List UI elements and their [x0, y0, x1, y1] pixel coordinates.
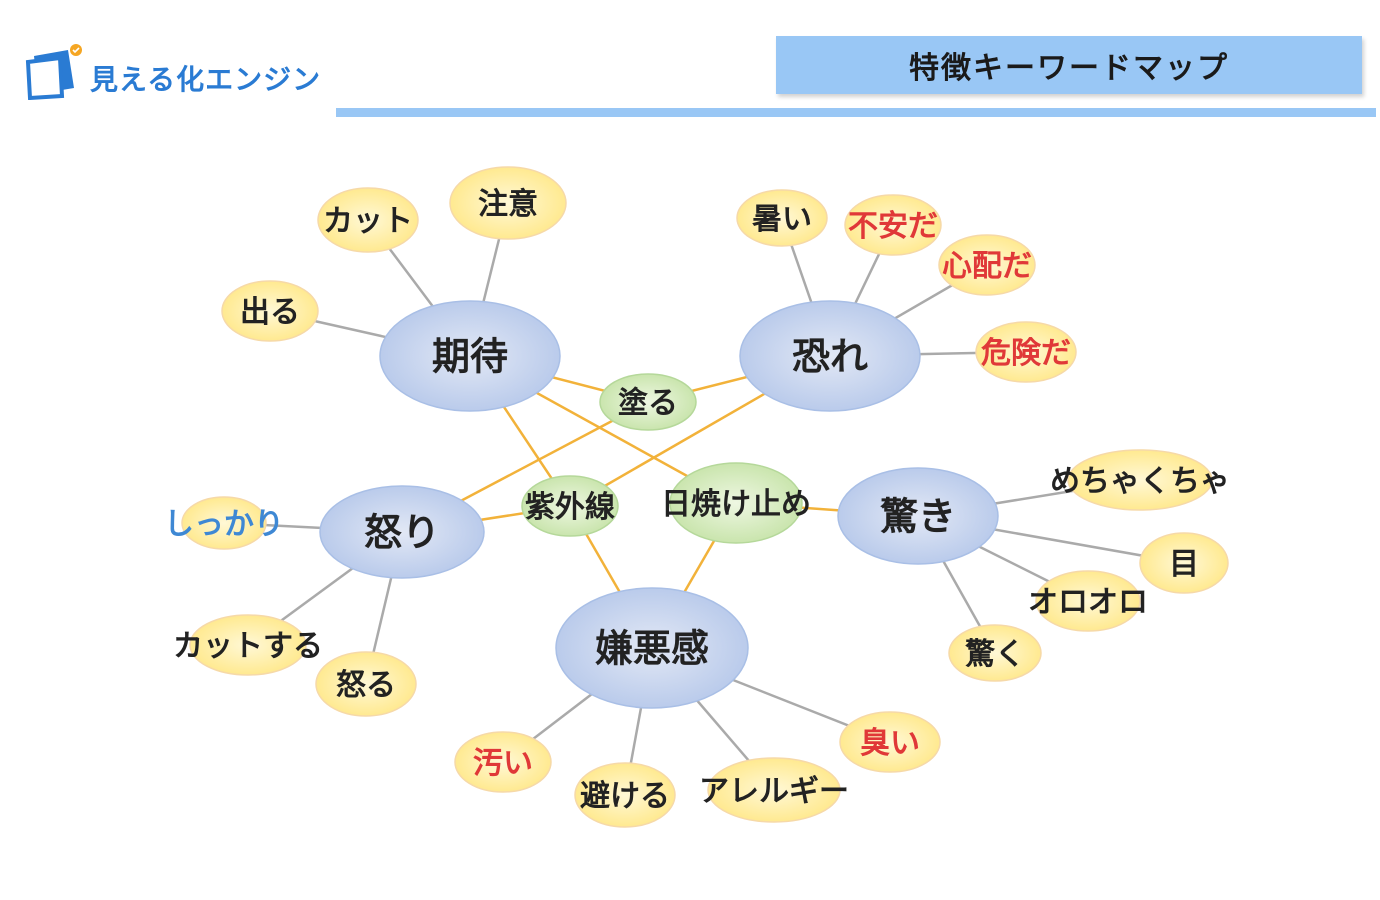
bridge-keyword-node-label: 塗る: [618, 386, 678, 421]
keyword-leaf-node-shape: [707, 757, 841, 823]
keyword-leaf-node-shape: [948, 624, 1042, 682]
emotion-hub-node-shape: [555, 587, 749, 709]
keyword-leaf-node-shape: [315, 651, 417, 717]
keyword-leaf-node-label: 避ける: [580, 779, 670, 814]
keyword-leaf-node-label: 心配だ: [942, 249, 1032, 284]
keyword-leaf-node: 不安だ: [844, 194, 942, 256]
keyword-leaf-node-shape: [1139, 532, 1229, 594]
keyword-leaf-node: 避ける: [574, 762, 676, 828]
keyword-leaf-node-label: めちゃくちゃ: [1050, 464, 1230, 499]
keyword-leaf-node-shape: [1035, 570, 1141, 632]
bridge-keyword-node-shape: [669, 462, 803, 544]
keyword-leaf-node-shape: [449, 166, 567, 240]
keyword-leaf-node-label: 出る: [240, 295, 300, 330]
emotion-hub-node: 驚き: [837, 467, 999, 565]
bridge-keyword-node: 日焼け止め: [661, 462, 811, 544]
emotion-hub-node-shape: [319, 485, 485, 579]
emotion-hub-node: 期待: [379, 300, 561, 412]
keyword-leaf-node-shape: [317, 187, 419, 253]
keyword-leaf-node: 臭い: [839, 711, 941, 773]
brand-logo: 見える化エンジン: [24, 42, 344, 102]
emotion-hub-node-label: 驚き: [880, 495, 956, 539]
keyword-leaf-node: しっかり: [164, 496, 284, 550]
keyword-leaf-node-label: しっかり: [164, 507, 284, 542]
keyword-leaf-node-shape: [839, 711, 941, 773]
keyword-leaf-node-label: アレルギー: [699, 774, 849, 809]
bridge-keyword-node-shape: [521, 475, 619, 537]
keyword-leaf-node-label: 驚く: [965, 637, 1025, 672]
keyword-leaf-node-shape: [454, 731, 552, 793]
keyword-leaf-node-label: カット: [323, 204, 413, 239]
keyword-leaf-node-shape: [1067, 449, 1213, 511]
keyword-leaf-node-label: 怒る: [336, 668, 396, 703]
keyword-leaf-node: 怒る: [315, 651, 417, 717]
keyword-leaf-node: 出る: [221, 280, 319, 342]
keyword-leaf-node-label: 臭い: [860, 726, 920, 761]
keyword-leaf-node-label: 危険だ: [981, 336, 1071, 371]
emotion-hub-node-label: 嫌悪感: [595, 627, 709, 671]
emotion-hub-node-label: 怒り: [364, 511, 440, 555]
keyword-leaf-node-shape: [574, 762, 676, 828]
logo-icon: [25, 44, 82, 100]
keyword-leaf-node: めちゃくちゃ: [1050, 449, 1230, 511]
bridge-keyword-node-label: 日焼け止め: [661, 487, 811, 522]
emotion-hub-node: 怒り: [319, 485, 485, 579]
keyword-leaf-node: 目: [1139, 532, 1229, 594]
emotion-hub-node-shape: [379, 300, 561, 412]
keyword-leaf-node-label: オロオロ: [1028, 585, 1148, 620]
bridge-keyword-node: 塗る: [599, 373, 697, 431]
keyword-leaf-node-label: 不安だ: [848, 209, 938, 244]
page-title: 特徴キーワードマップ: [909, 51, 1229, 86]
emotion-hub-node: 嫌悪感: [555, 587, 749, 709]
keyword-leaf-node: 心配だ: [938, 234, 1036, 296]
keyword-leaf-node: 暑い: [736, 189, 828, 247]
title-banner: 特徴キーワードマップ: [776, 36, 1362, 94]
emotion-hub-node-label: 期待: [432, 335, 508, 379]
keyword-leaf-node: オロオロ: [1028, 570, 1148, 632]
keyword-leaf-node: 汚い: [454, 731, 552, 793]
keyword-leaf-node-shape: [181, 496, 267, 550]
emotion-hub-node-label: 恐れ: [792, 335, 868, 379]
keyword-leaf-node-label: 暑い: [752, 202, 812, 237]
emotion-hub-node-shape: [739, 300, 921, 412]
keyword-leaf-node-shape: [938, 234, 1036, 296]
keyword-leaf-node-label: カットする: [173, 629, 323, 664]
bridge-keyword-node-shape: [599, 373, 697, 431]
keyword-leaf-node-shape: [736, 189, 828, 247]
keyword-leaf-node-shape: [844, 194, 942, 256]
keyword-leaf-node-label: 汚い: [473, 746, 533, 781]
keyword-leaf-node: カット: [317, 187, 419, 253]
keyword-leaf-node: 注意: [449, 166, 567, 240]
keyword-leaf-node: 危険だ: [975, 321, 1077, 383]
keyword-leaf-node-shape: [221, 280, 319, 342]
keyword-leaf-node: アレルギー: [699, 757, 849, 823]
bridge-keyword-node-label: 紫外線: [525, 490, 615, 525]
keyword-leaf-node: 驚く: [948, 624, 1042, 682]
keyword-leaf-node-label: 注意: [478, 187, 538, 222]
emotion-hub-node-shape: [837, 467, 999, 565]
keyword-leaf-node: カットする: [173, 614, 323, 676]
keyword-leaf-node-label: 目: [1169, 547, 1199, 582]
keyword-leaf-node-shape: [975, 321, 1077, 383]
emotion-hub-node: 恐れ: [739, 300, 921, 412]
logo-text: 見える化エンジン: [90, 63, 322, 96]
bridge-keyword-node: 紫外線: [521, 475, 619, 537]
keyword-leaf-node-shape: [189, 614, 307, 676]
header-divider: [336, 108, 1376, 117]
